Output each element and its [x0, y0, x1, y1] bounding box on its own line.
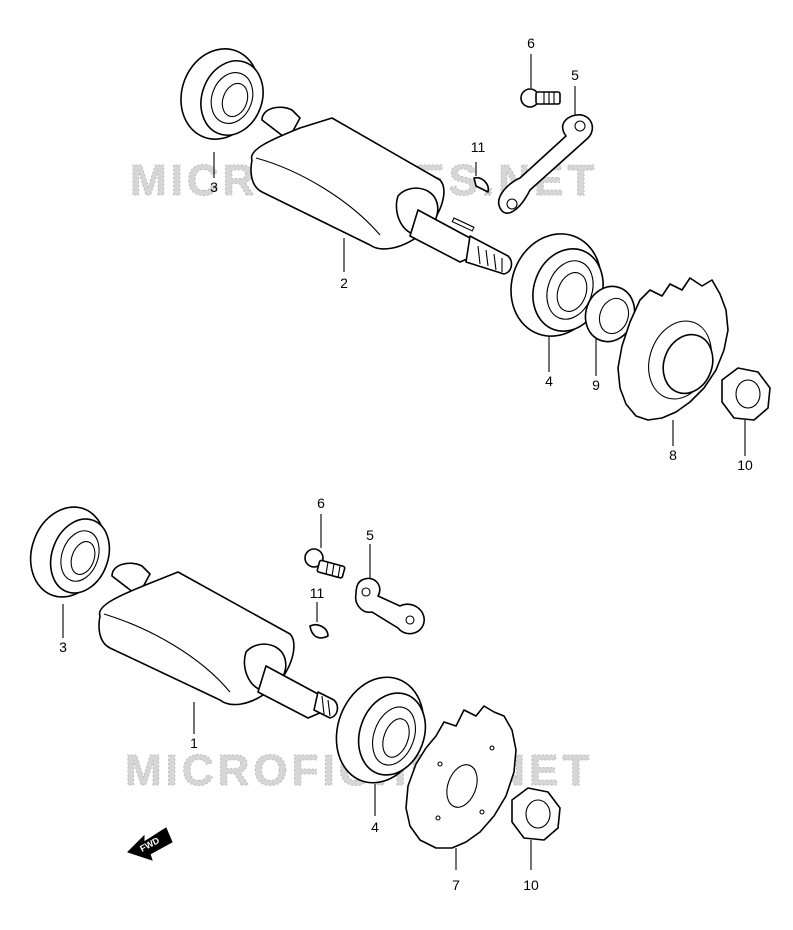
balancer-shaft-2[interactable]: [250, 106, 513, 275]
upper-assembly: 6 5 11 3 2 4 9 8 10: [169, 35, 771, 473]
fwd-direction-marker: FWD: [127, 827, 173, 861]
callout-7: 7: [452, 877, 460, 893]
callout-8: 8: [669, 447, 677, 463]
callout-5-lower: 5: [366, 527, 374, 543]
woodruff-key-11-lower[interactable]: [309, 623, 329, 639]
callout-5-upper: 5: [571, 67, 579, 83]
callout-6-lower: 6: [317, 495, 325, 511]
callout-3-lower: 3: [59, 639, 67, 655]
gear-7[interactable]: [405, 705, 517, 849]
gear-8[interactable]: [617, 277, 729, 421]
bolt-6-lower[interactable]: [304, 548, 346, 579]
callout-4-upper: 4: [545, 373, 553, 389]
callout-11-lower: 11: [310, 585, 325, 601]
bearing-3-upper[interactable]: [169, 38, 274, 150]
callout-11-upper: 11: [471, 139, 486, 155]
woodruff-key-11-upper[interactable]: [473, 176, 490, 193]
lower-assembly: FWD 6 5 11 3 1 4 7 10: [18, 495, 561, 893]
callout-9: 9: [592, 377, 600, 393]
callout-10-upper: 10: [737, 457, 753, 473]
balancer-shaft-1[interactable]: [98, 562, 339, 719]
plate-5-upper[interactable]: [497, 114, 594, 214]
bearing-4-upper[interactable]: [497, 221, 615, 349]
callout-1: 1: [190, 735, 198, 751]
bearing-4-lower[interactable]: [322, 665, 438, 795]
bolt-6-upper[interactable]: [520, 88, 561, 108]
callout-6-upper: 6: [527, 35, 535, 51]
nut-10-upper[interactable]: [721, 367, 771, 421]
callout-3-upper: 3: [210, 179, 218, 195]
bearing-3-lower[interactable]: [18, 496, 119, 607]
callout-4-lower: 4: [371, 819, 379, 835]
callout-10-lower: 10: [523, 877, 539, 893]
nut-10-lower[interactable]: [511, 787, 561, 841]
callout-2: 2: [340, 275, 348, 291]
plate-5-lower[interactable]: [354, 577, 425, 635]
